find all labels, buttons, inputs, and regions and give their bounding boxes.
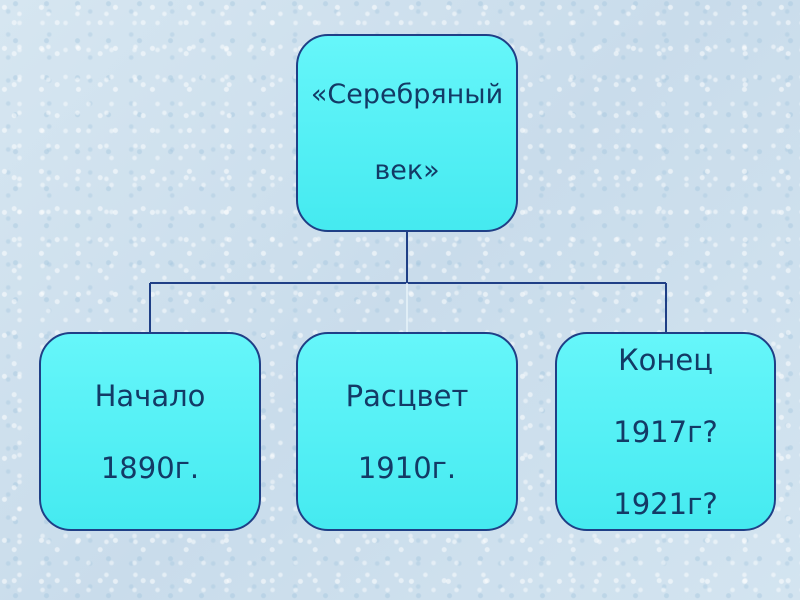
node-start: Начало 1890г. [39, 332, 261, 531]
node-start-label: Начало [94, 378, 206, 413]
node-end-label: Конец [618, 342, 713, 377]
root-node-line-1: «Серебряный [310, 79, 504, 110]
node-peak-year: 1910г. [357, 450, 457, 485]
node-end: Конец 1917г? 1921г? [555, 332, 776, 531]
root-node-line-2: век» [374, 155, 440, 186]
node-end-year-2: 1921г? [613, 486, 718, 521]
root-node-silver-age: «Серебряный век» [296, 34, 518, 232]
node-peak: Расцвет 1910г. [296, 332, 518, 531]
node-peak-label: Расцвет [345, 378, 469, 413]
node-end-year-1: 1917г? [613, 414, 718, 449]
node-start-year: 1890г. [100, 450, 200, 485]
